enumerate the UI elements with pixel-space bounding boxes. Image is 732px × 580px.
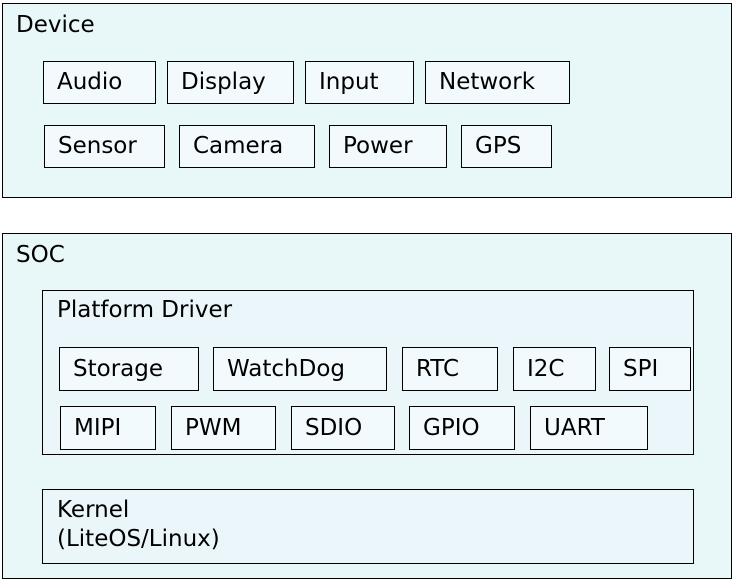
driver-sdio: SDIO [291, 406, 395, 450]
platform-driver-title: Platform Driver [57, 297, 233, 323]
device-camera: Camera [179, 125, 315, 168]
driver-spi: SPI [609, 347, 691, 391]
driver-rtc: RTC [402, 347, 498, 391]
driver-i2c: I2C [513, 347, 596, 391]
device-audio: Audio [43, 61, 156, 104]
soc-title: SOC [16, 242, 65, 268]
device-gps: GPS [461, 125, 552, 168]
driver-pwm: PWM [171, 406, 276, 450]
driver-uart: UART [530, 406, 648, 450]
device-sensor: Sensor [44, 125, 165, 168]
device-input: Input [305, 61, 414, 104]
kernel-title: Kernel [57, 497, 130, 523]
device-network: Network [425, 61, 570, 104]
device-title: Device [16, 12, 95, 38]
driver-mipi: MIPI [60, 406, 156, 450]
device-power: Power [329, 125, 447, 168]
kernel-subtitle: (LiteOS/Linux) [57, 526, 220, 552]
device-display: Display [167, 61, 294, 104]
kernel-box: Kernel (LiteOS/Linux) [42, 489, 694, 564]
driver-gpio: GPIO [409, 406, 515, 450]
driver-watchdog: WatchDog [213, 347, 387, 391]
driver-storage: Storage [59, 347, 199, 391]
